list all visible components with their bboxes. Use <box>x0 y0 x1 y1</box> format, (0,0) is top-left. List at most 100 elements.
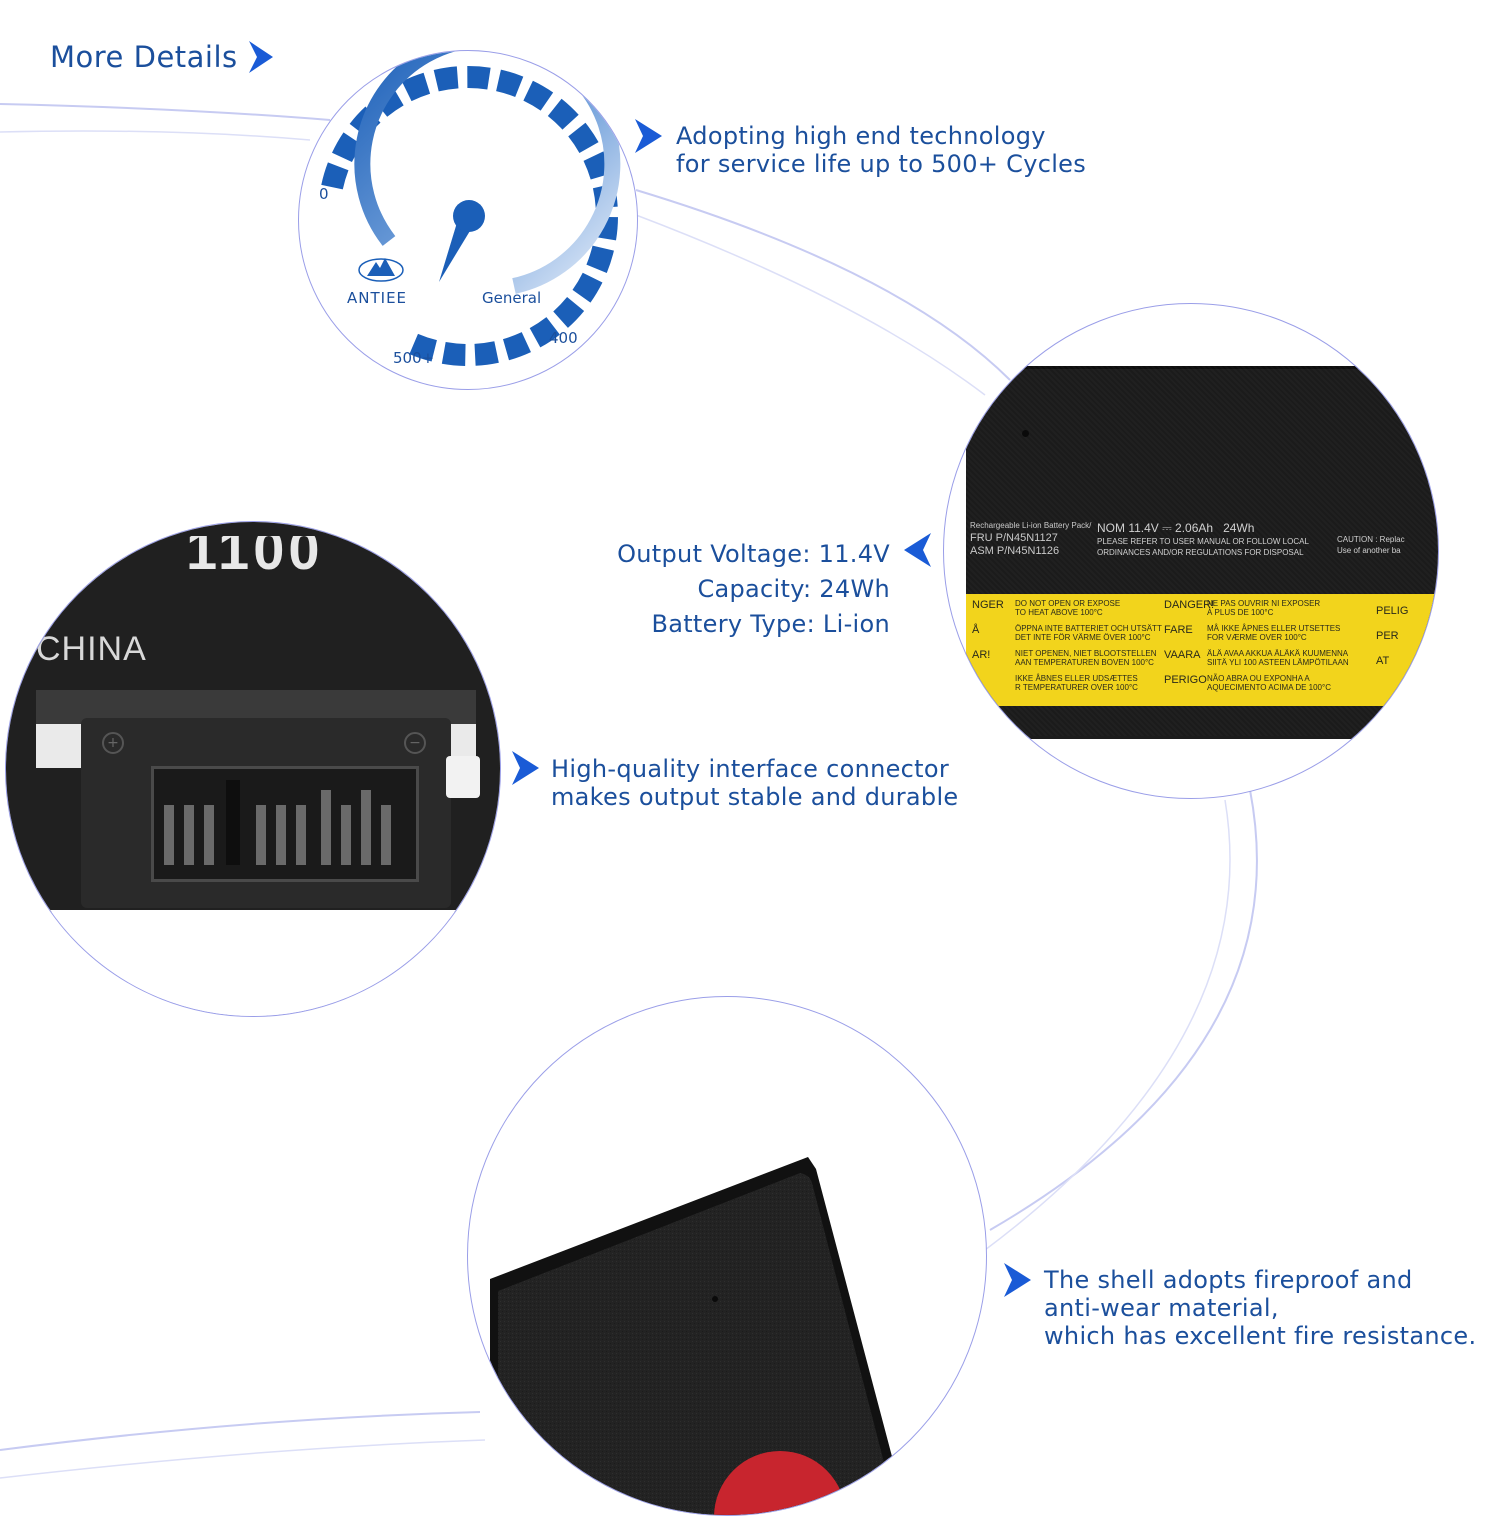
warning-word: DANGER! <box>1164 599 1215 611</box>
cycles-line-2: for service life up to 500+ Cycles <box>676 150 1087 178</box>
shell-feature: The shell adopts fireproof and anti-wear… <box>1044 1266 1476 1350</box>
gauge-tick-zero: 0 <box>319 185 329 203</box>
warning-text: R TEMPERATURER OVER 100°C <box>1015 683 1138 692</box>
battery-label-photo: Rechargeable Li-ion Battery Pack/ FRU P/… <box>944 304 1438 798</box>
shell-line-3: which has excellent fire resistance. <box>1044 1322 1477 1350</box>
gauge-segment <box>523 80 554 111</box>
shell-arrow <box>1002 1262 1032 1302</box>
mountain-logo-icon <box>358 258 404 282</box>
gauge-segment <box>572 272 603 303</box>
warning-edge-word: PELIG <box>1376 605 1409 617</box>
gauge-segment <box>553 297 585 328</box>
gauge-segment <box>474 341 499 366</box>
warning-word: Å <box>972 674 980 686</box>
shell-line-2: anti-wear material, <box>1044 1294 1279 1322</box>
connector-line-1: High-quality interface connector <box>551 755 950 783</box>
warning-text: IKKE ÅBNES ELLER UDSÆTTES <box>1015 674 1138 683</box>
label-fru: FRU P/N45N1127 <box>970 532 1058 544</box>
gauge-tick-max: 500+ <box>393 349 434 367</box>
warning-text: DET INTE FÖR VÄRME ÖVER 100°C <box>1015 633 1151 642</box>
minus-mark-icon: − <box>404 732 426 754</box>
gauge-segment <box>568 122 599 153</box>
warning-text: DO NOT OPEN OR EXPOSE <box>1015 599 1121 608</box>
label-caution-1: CAUTION : Replac <box>1337 535 1405 544</box>
spec-capacity: Capacity: 24Wh <box>697 575 890 603</box>
warning-text: ÖPPNA INTE BATTERIET OCH UTSÄTT <box>1015 624 1162 633</box>
label-nom: NOM 11.4V ⎓ 2.06Ah 24Wh <box>1097 521 1255 535</box>
warning-word: AR! <box>972 649 991 661</box>
cycles-line-1: Adopting high end technology <box>676 122 1046 150</box>
warning-text: À PLUS DE 100°C <box>1207 608 1274 617</box>
gauge-segment <box>433 66 459 92</box>
chevron-right-icon <box>635 119 662 153</box>
gauge-segment <box>496 69 524 98</box>
warning-text: ÄLÄ AVAA AKKUA ÄLÄKÄ KUUMENNA <box>1207 649 1349 658</box>
more-details-label: More Details <box>50 40 238 74</box>
specs-arrow <box>903 532 933 572</box>
chevron-right-icon <box>1004 1263 1031 1297</box>
gauge-segment <box>401 72 431 102</box>
shell-photo <box>490 1157 908 1515</box>
gauge-segment <box>529 317 560 348</box>
warning-text: FOR VÆRME OVER 100°C <box>1207 633 1307 642</box>
label-refer-1: PLEASE REFER TO USER MANUAL OR FOLLOW LO… <box>1097 537 1309 546</box>
shell-line-1: The shell adopts fireproof and <box>1044 1266 1413 1294</box>
connector-photo: 1100 CHINA + − <box>6 522 500 1016</box>
warning-edge-word: AT <box>1376 655 1390 667</box>
connector-pins <box>164 780 391 865</box>
gauge-segment <box>547 98 579 130</box>
connector-circle: 1100 CHINA + − <box>5 521 501 1017</box>
gauge-segment <box>441 342 466 366</box>
warning-edge-word: PER <box>1376 630 1399 642</box>
more-details-heading[interactable]: More Details <box>50 40 274 74</box>
gauge-segment <box>502 332 531 361</box>
gauge-tick-general: General <box>482 289 541 307</box>
gauge-segment <box>409 333 437 362</box>
warning-text: AAN TEMPERATUREN BOVEN 100°C <box>1015 658 1154 667</box>
gauge-tick-400: 400 <box>549 329 578 347</box>
connector-arrow <box>510 750 540 790</box>
cycles-feature: Adopting high end technology for service… <box>676 122 1086 178</box>
connector-feature: High-quality interface connector makes o… <box>551 755 959 811</box>
chevron-right-icon <box>512 751 539 785</box>
cycle-gauge-circle: ANTIEE 0 General 400 500+ <box>298 50 638 390</box>
warning-text: AQUECIMENTO ACIMA DE 100°C <box>1207 683 1331 692</box>
warning-text: TO HEAT ABOVE 100°C <box>1015 608 1103 617</box>
shell-circle <box>467 996 987 1516</box>
cycles-arrow <box>633 118 663 158</box>
warning-word: Å <box>972 624 980 636</box>
connector-imprint: CHINA <box>36 630 147 668</box>
gauge-segment <box>467 66 491 90</box>
connector-model-fragment: 1100 <box>186 521 324 581</box>
gauge-segments <box>321 66 618 366</box>
warning-word: PERIGO <box>1164 674 1207 686</box>
warning-text: NÃO ABRA OU EXPONHA A <box>1207 674 1310 683</box>
label-asm: ASM P/N45N1126 <box>970 545 1060 557</box>
warning-word: NGER <box>972 599 1004 611</box>
plus-mark-icon: + <box>102 732 124 754</box>
spec-type: Battery Type: Li-ion <box>651 610 890 638</box>
chevron-right-icon <box>248 41 273 73</box>
battery-label-circle: Rechargeable Li-ion Battery Pack/ FRU P/… <box>943 303 1439 799</box>
gauge-segment <box>586 245 614 273</box>
warning-text: NE PAS OUVRIR NI EXPOSER <box>1207 599 1321 608</box>
connector-line-2: makes output stable and durable <box>551 783 959 811</box>
brand-name: ANTIEE <box>347 289 407 307</box>
warning-word: VAARA <box>1164 649 1201 661</box>
gauge-segment <box>321 162 349 190</box>
chevron-left-icon <box>904 533 931 567</box>
spec-voltage: Output Voltage: 11.4V <box>617 540 890 568</box>
gauge-segment <box>332 132 362 162</box>
label-caution-2: Use of another ba <box>1337 546 1401 555</box>
warning-text: MÅ IKKE ÅPNES ELLER UTSETTES <box>1207 624 1341 633</box>
specs-feature: Output Voltage: 11.4V Capacity: 24Wh Bat… <box>540 537 890 642</box>
